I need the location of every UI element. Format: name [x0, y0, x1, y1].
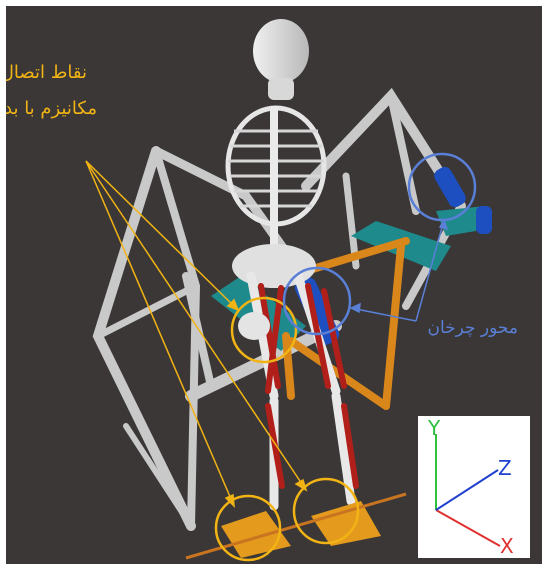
- coordinate-axes-panel: Y Z X: [418, 416, 530, 558]
- right-frame: [306, 96, 461, 306]
- attachment-points-label-line2: مکانیزم با بدن: [6, 98, 97, 119]
- y-axis-label: Y: [428, 416, 440, 440]
- z-axis-label: Z: [498, 456, 512, 480]
- render-scene: نقاط اتصال مکانیزم با بدن محور چرخان Y Z…: [6, 6, 542, 564]
- z-axis-line: [436, 470, 498, 510]
- x-axis-label: X: [500, 534, 514, 558]
- attachment-points-label-line1: نقاط اتصال: [6, 62, 87, 83]
- x-axis-line: [436, 510, 500, 546]
- rotation-axis-label: محور چرخان: [427, 318, 518, 338]
